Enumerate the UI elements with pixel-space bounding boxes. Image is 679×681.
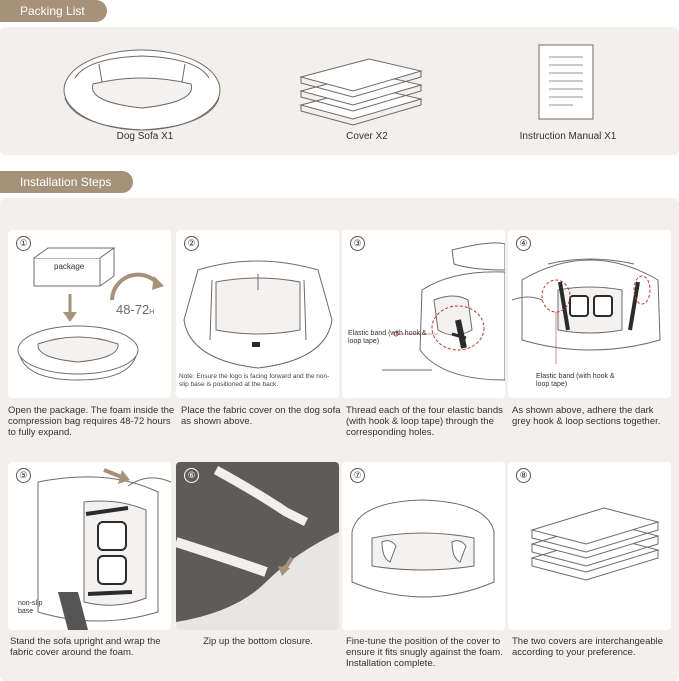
step-number: ④ — [516, 236, 531, 251]
interchangeable-covers-illustration — [530, 507, 660, 581]
step-4-card: ④ Elastic band (with hook & loop tape) — [508, 230, 671, 398]
step-1-card: ① package 48-72H — [8, 230, 171, 398]
step-5-caption: Stand the sofa upright and wrap the fabr… — [10, 636, 161, 658]
step-6-card: ⑥ — [176, 462, 339, 630]
time-label: 48-72H — [116, 302, 155, 317]
packing-list-panel: Dog Sofa X1 Cover X2 Instruction Manual … — [0, 27, 679, 155]
fine-tune-illustration — [351, 499, 495, 598]
step-8-caption: The two covers are interchangeable accor… — [512, 636, 664, 658]
step-2-card: ② Note: Ensure the logo is facing forwar… — [176, 230, 339, 398]
step-number: ① — [16, 236, 31, 251]
step-number: ⑦ — [350, 468, 365, 483]
packing-item-label: Cover X2 — [346, 131, 388, 142]
step-7-card: ⑦ — [342, 462, 505, 630]
packing-list-header: Packing List — [0, 0, 107, 22]
step-6-caption: Zip up the bottom closure. — [203, 636, 313, 647]
packing-item-label: Instruction Manual X1 — [519, 131, 617, 142]
packing-item-label: Dog Sofa X1 — [116, 131, 174, 142]
installation-steps-header: Installation Steps — [0, 171, 134, 193]
step-number: ⑤ — [16, 468, 31, 483]
step-3-caption: Thread each of the four elastic bands (w… — [346, 405, 503, 438]
thread-band-illustration — [382, 242, 505, 381]
cover-placement-illustration — [183, 260, 333, 369]
step-number: ⑧ — [516, 468, 531, 483]
step-5-card: ⑤ non-slip base — [8, 462, 171, 630]
zip-closure-illustration — [176, 462, 339, 622]
manual-icon — [538, 44, 594, 120]
step-2-caption: Place the fabric cover on the dog sofa a… — [181, 405, 341, 427]
package-label: package — [54, 262, 85, 271]
step-2-note: Note: Ensure the logo is facing forward … — [179, 373, 330, 388]
stand-wrap-illustration — [37, 468, 171, 630]
step-4-caption: As shown above, adhere the dark grey hoo… — [512, 405, 661, 427]
step-number: ⑥ — [184, 468, 199, 483]
adhere-bands-illustration — [511, 258, 661, 364]
step-1-caption: Open the package. The foam inside the co… — [8, 405, 175, 438]
installation-steps-panel: ① package 48-72H Open the package. The f… — [0, 198, 679, 681]
covers-icon — [299, 58, 423, 126]
step-number: ③ — [350, 236, 365, 251]
step-3-card: ③ Elastic band (with hook & loop tape) — [342, 230, 505, 398]
dog-sofa-icon — [63, 49, 221, 131]
elastic-band-label: Elastic band (with hook & loop tape) — [536, 373, 615, 388]
step-7-caption: Fine-tune the position of the cover to e… — [346, 636, 503, 669]
elastic-band-label: Elastic band (with hook & loop tape) — [348, 330, 427, 345]
package-expand-illustration — [17, 247, 164, 381]
non-slip-base-label: non-slip base — [18, 600, 43, 615]
step-8-card: ⑧ — [508, 462, 671, 630]
step-number: ② — [184, 236, 199, 251]
